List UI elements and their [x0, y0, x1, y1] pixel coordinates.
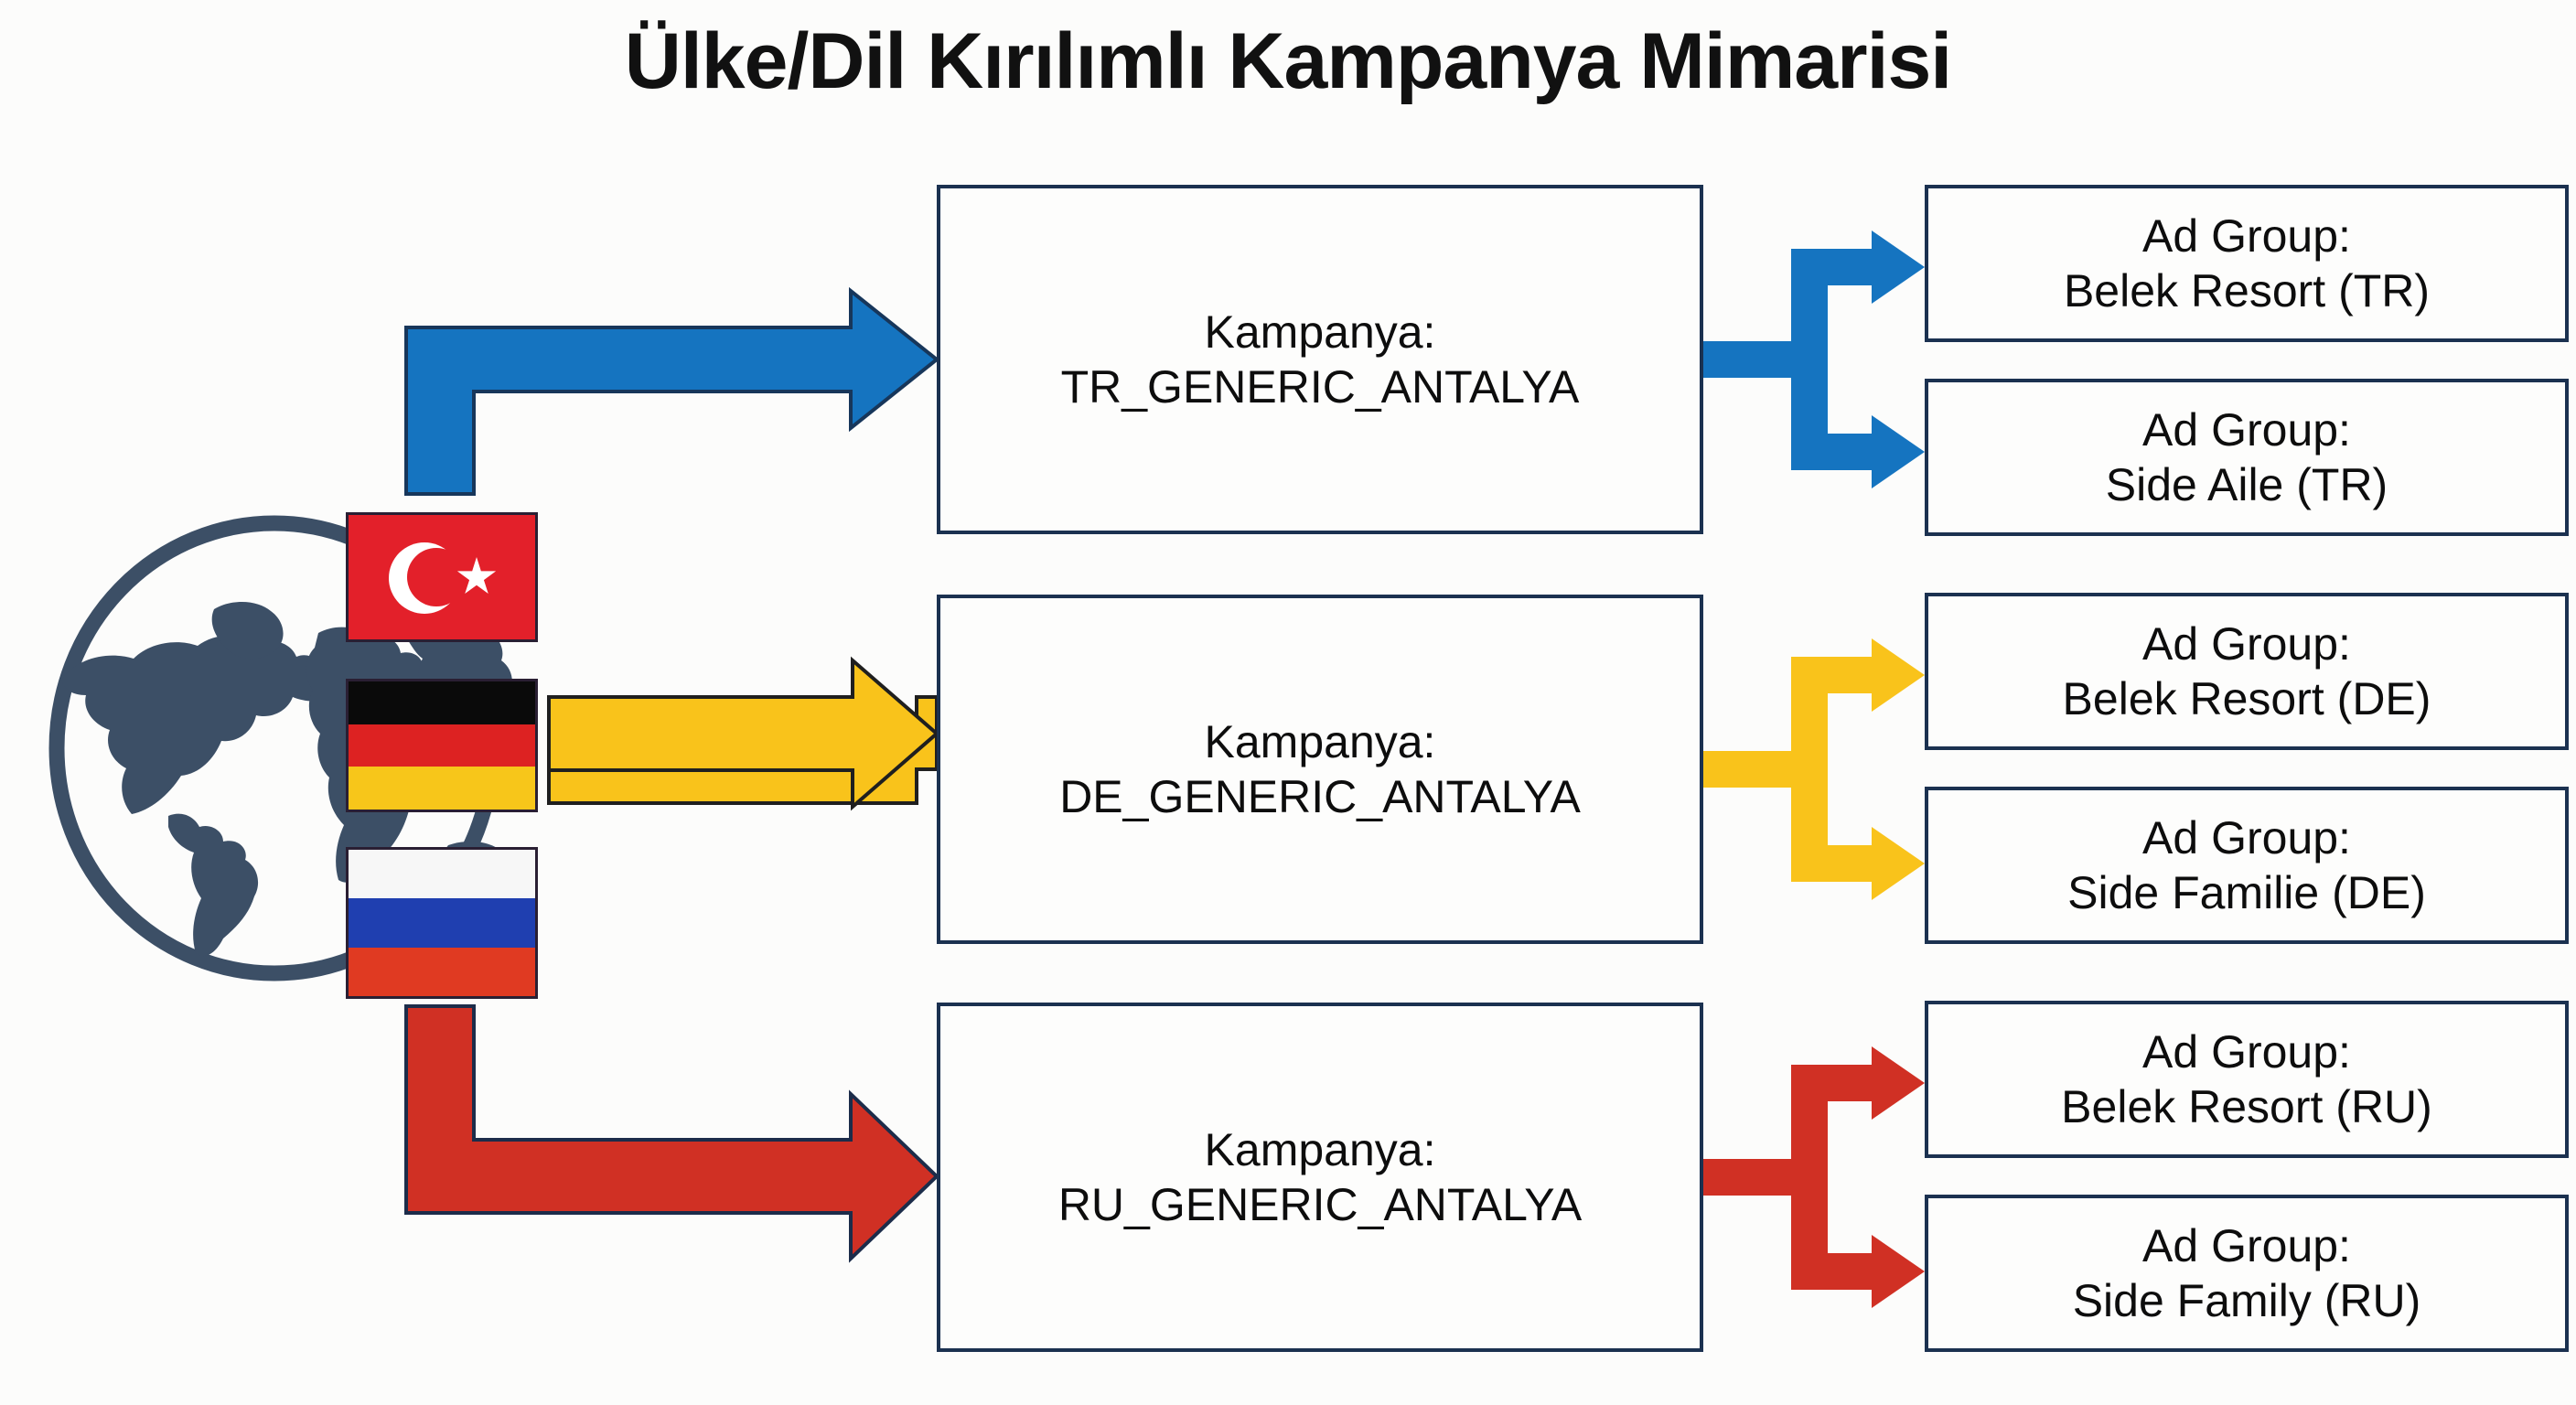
germany-band-gold — [349, 767, 535, 810]
adgroup-tr-side-line2: Side Aile (TR) — [2105, 459, 2388, 510]
campaign-tr-line2: TR_GENERIC_ANTALYA — [1060, 361, 1580, 413]
adgroup-ru-belek-text: Ad Group: Belek Resort (RU) — [2046, 1024, 2447, 1134]
adgroup-ru-side-text: Ad Group: Side Family (RU) — [2058, 1218, 2436, 1328]
arrow-ru-campaign-to-adgroups — [1703, 1046, 1925, 1308]
campaign-box-ru-text: Kampanya: RU_GENERIC_ANTALYA — [1044, 1122, 1596, 1232]
adgroup-box-de-belek[interactable]: Ad Group: Belek Resort (DE) — [1925, 593, 2569, 750]
campaign-tr-line1: Kampanya: — [1204, 306, 1436, 358]
adgroup-tr-belek-line2: Belek Resort (TR) — [2063, 265, 2431, 316]
adgroup-tr-side-text: Ad Group: Side Aile (TR) — [2091, 402, 2402, 512]
russia-band-blue — [349, 898, 535, 948]
adgroup-de-belek-line2: Belek Resort (DE) — [2062, 673, 2431, 724]
adgroup-box-tr-belek[interactable]: Ad Group: Belek Resort (TR) — [1925, 185, 2569, 342]
russia-flag — [346, 847, 538, 999]
campaign-box-de[interactable]: Kampanya: DE_GENERIC_ANTALYA — [937, 595, 1703, 944]
arrow-de-head — [547, 656, 940, 811]
adgroup-de-side-text: Ad Group: Side Familie (DE) — [2053, 810, 2441, 920]
arrow-tr-campaign-to-adgroups — [1703, 231, 1925, 488]
turkey-flag — [346, 512, 538, 642]
germany-flag — [346, 679, 538, 812]
campaign-box-ru[interactable]: Kampanya: RU_GENERIC_ANTALYA — [937, 1003, 1703, 1352]
arrow-ru-to-campaign — [404, 1004, 939, 1263]
adgroup-de-belek-text: Ad Group: Belek Resort (DE) — [2048, 617, 2446, 726]
campaign-box-tr[interactable]: Kampanya: TR_GENERIC_ANTALYA — [937, 185, 1703, 534]
page-title: Ülke/Dil Kırılımlı Kampanya Mimarisi — [624, 17, 1952, 105]
adgroup-ru-side-line1: Ad Group: — [2142, 1220, 2351, 1271]
adgroup-tr-belek-line1: Ad Group: — [2142, 210, 2351, 262]
adgroup-box-ru-belek[interactable]: Ad Group: Belek Resort (RU) — [1925, 1001, 2569, 1158]
germany-band-black — [349, 681, 535, 724]
campaign-box-tr-text: Kampanya: TR_GENERIC_ANTALYA — [1046, 305, 1594, 414]
germany-band-red — [349, 724, 535, 767]
adgroup-ru-belek-line2: Belek Resort (RU) — [2061, 1081, 2432, 1132]
russia-band-red — [349, 947, 535, 996]
arrow-de-to-campaign — [547, 695, 939, 805]
campaign-ru-line1: Kampanya: — [1204, 1124, 1436, 1175]
adgroup-de-belek-line1: Ad Group: — [2142, 618, 2351, 670]
adgroup-box-tr-side[interactable]: Ad Group: Side Aile (TR) — [1925, 379, 2569, 536]
adgroup-ru-side-line2: Side Family (RU) — [2072, 1275, 2421, 1326]
adgroup-de-side-line2: Side Familie (DE) — [2067, 867, 2426, 918]
campaign-de-line1: Kampanya: — [1204, 716, 1436, 767]
campaign-box-de-text: Kampanya: DE_GENERIC_ANTALYA — [1045, 714, 1595, 824]
adgroup-box-de-side[interactable]: Ad Group: Side Familie (DE) — [1925, 787, 2569, 944]
adgroup-tr-belek-text: Ad Group: Belek Resort (TR) — [2049, 209, 2444, 318]
adgroup-tr-side-line1: Ad Group: — [2142, 404, 2351, 456]
campaign-de-line2: DE_GENERIC_ANTALYA — [1059, 771, 1581, 822]
arrow-tr-to-campaign — [404, 286, 940, 496]
adgroup-ru-belek-line1: Ad Group: — [2142, 1026, 2351, 1078]
arrow-de-campaign-to-adgroups — [1703, 638, 1925, 900]
turkey-crescent-cutout — [407, 548, 466, 606]
russia-band-white — [349, 850, 535, 899]
campaign-ru-line2: RU_GENERIC_ANTALYA — [1057, 1179, 1583, 1230]
adgroup-de-side-line1: Ad Group: — [2142, 812, 2351, 863]
adgroup-box-ru-side[interactable]: Ad Group: Side Family (RU) — [1925, 1195, 2569, 1352]
